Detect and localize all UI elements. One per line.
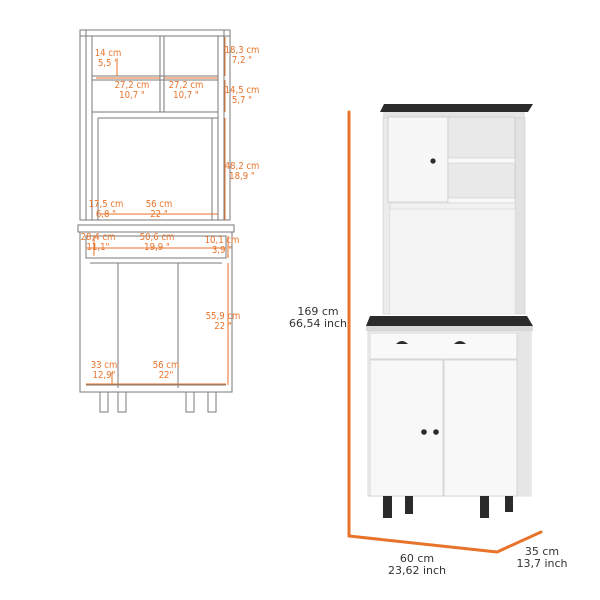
countertop [77,224,235,233]
overall-dimension-lines [347,110,543,554]
technical-line-drawing [77,29,235,413]
leg [207,391,217,413]
leg [185,391,195,413]
lower-cabinet [79,231,233,393]
technical-measure-lines [86,37,229,385]
leg [117,391,127,413]
cabinet-render [366,104,533,518]
leg [99,391,109,413]
